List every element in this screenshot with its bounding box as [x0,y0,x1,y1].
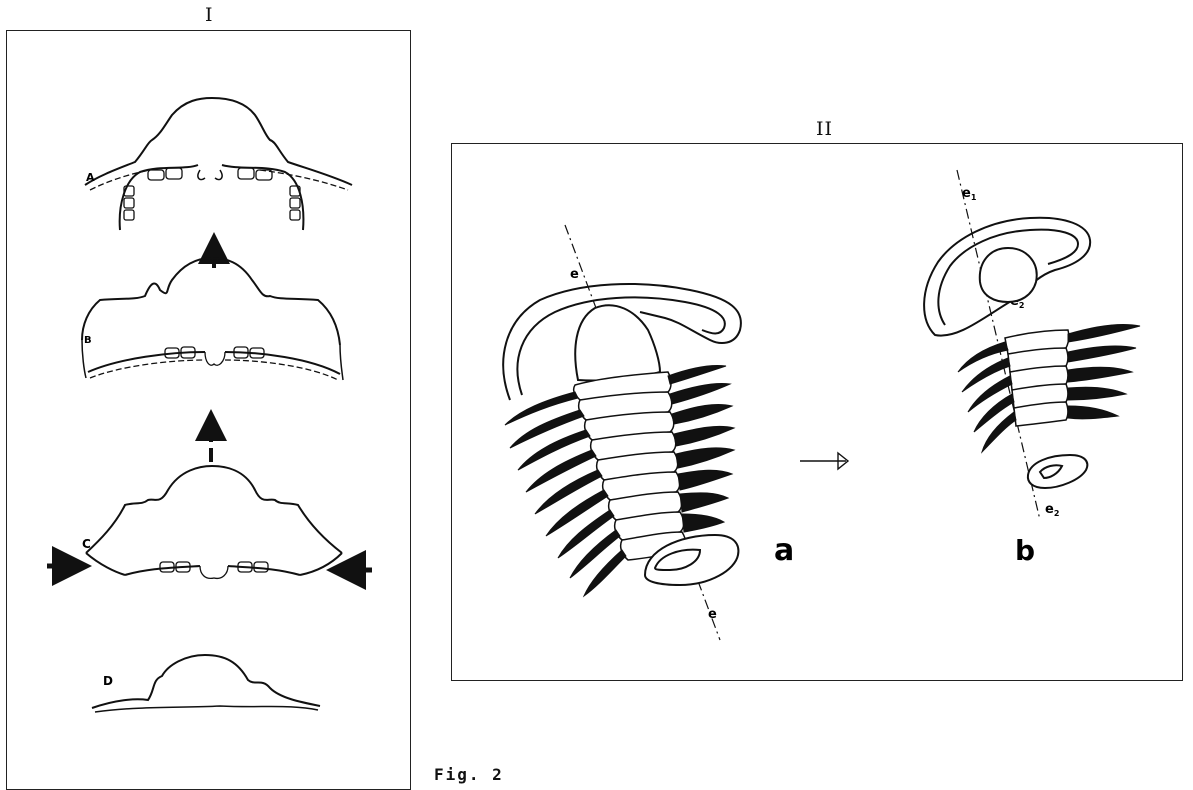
specimen-a-axis-label-top: e [570,267,579,282]
stage-c-label: C [82,537,91,551]
specimen-b-axis-label-1-sub: 1 [971,193,977,202]
stage-a-segments [124,168,300,220]
specimen-a-glabella [575,305,660,380]
stage-d-label: D [103,674,113,688]
stage-c-outline [86,466,342,575]
specimen-b-axis-label-1-e: e [962,186,971,201]
specimen-a-axis-label-bottom: e [708,607,717,622]
specimen-a-label: a [774,533,794,568]
specimen-b-spines-left [958,342,1016,452]
specimen-b-axis-label-3-e: e [1045,502,1054,517]
specimen-b-axis-label-3-sub: 2 [1054,509,1060,518]
stage-d-outline [92,655,320,712]
specimen-b-axis-label-2-sub: 2 [1019,301,1025,310]
stage-b-segments [165,347,264,365]
specimen-b-spines-right [1068,324,1140,418]
specimen-b-label: b [1015,534,1035,567]
stage-c-segments [160,562,268,578]
stage-b-label: B [84,335,92,346]
specimen-b-glabella [980,248,1037,302]
specimen-b-pygidium [1028,455,1087,488]
specimen-b-axis-label-3: e2 [1045,502,1059,518]
specimen-b-thorax [1005,330,1069,426]
specimen-b-axis-label-1: e1 [962,186,977,202]
stage-b-outline [82,258,343,380]
stage-a-label: A [86,171,95,184]
